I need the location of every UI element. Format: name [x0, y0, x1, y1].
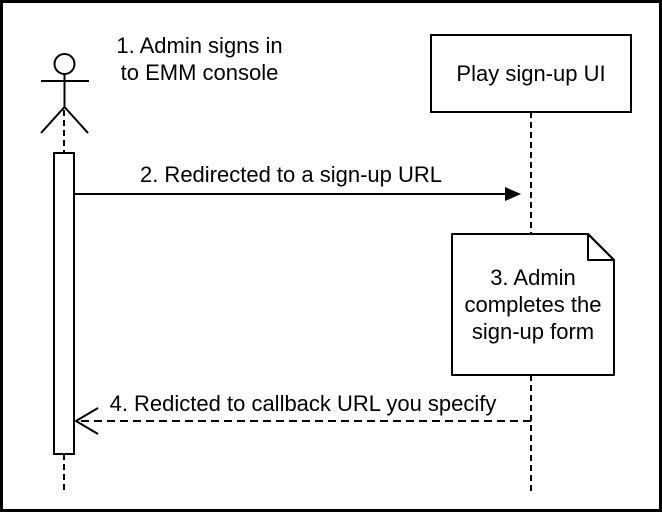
- play-signup-ui-box: [430, 34, 632, 113]
- message-4-arrow: [74, 407, 531, 435]
- sequence-diagram-canvas: [40, 34, 632, 494]
- note-line1: 3. Admin: [490, 265, 576, 290]
- message-1-label: 1. Admin signs in to EMM console: [97, 32, 302, 86]
- note-line3: sign-up form: [471, 319, 595, 344]
- admin-activation-bar: [53, 152, 75, 455]
- message-4-label: 4. Redicted to callback URL you specify: [93, 390, 513, 417]
- note-line2: completes the: [464, 292, 602, 317]
- note-body: [451, 233, 615, 376]
- admin-lifeline: [53, 110, 75, 494]
- message-2-arrow: [74, 187, 521, 201]
- participant-play-signup-ui-label: Play sign-up UI: [456, 61, 606, 86]
- actor-left-leg: [40, 106, 66, 134]
- note-label: 3. Admin completes the sign-up form: [452, 234, 614, 375]
- note-shape: [451, 233, 615, 376]
- message-2-text: 2. Redirected to a sign-up URL: [139, 162, 443, 187]
- participant-play-signup-ui: Play sign-up UI: [431, 35, 631, 112]
- message-2-arrowhead-icon: [505, 187, 521, 201]
- message-4-text: 4. Redicted to callback URL you specify: [109, 391, 497, 416]
- play-signup-ui-participant: [430, 34, 632, 492]
- actor-head: [53, 53, 76, 75]
- message-2-label: 2. Redirected to a sign-up URL: [91, 161, 491, 188]
- message-1-line2: to EMM console: [120, 60, 279, 85]
- message-1-line1: 1. Admin signs in: [116, 33, 283, 58]
- note-folded-corner-icon: [587, 233, 615, 261]
- actor-right-leg: [63, 106, 89, 134]
- admin-actor-figure: [40, 53, 89, 134]
- message-4-open-arrowhead-icon: [74, 407, 99, 435]
